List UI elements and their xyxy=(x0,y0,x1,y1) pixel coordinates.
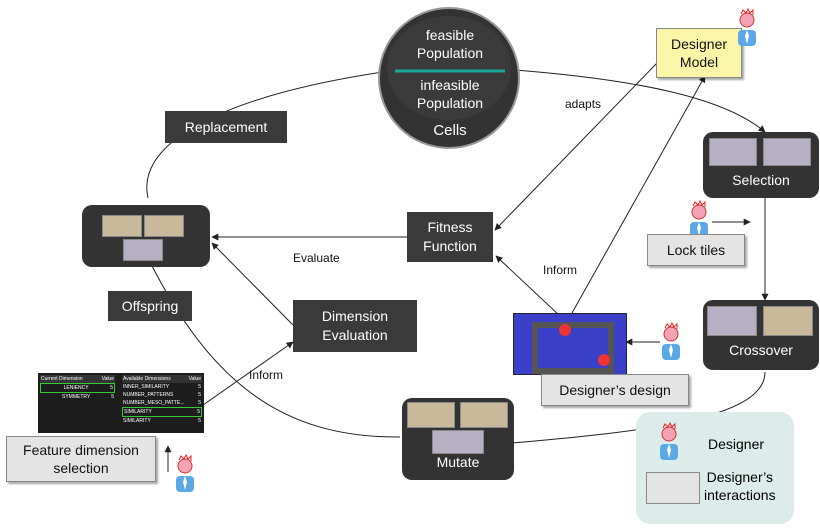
available-row-4[interactable]: SIMILARITY xyxy=(124,409,152,415)
dimension-line1: Dimension xyxy=(321,308,389,324)
design-person-icon xyxy=(658,321,684,362)
crossover-tile-2 xyxy=(763,306,813,336)
current-header: Current Dimension xyxy=(41,376,83,382)
selection-box: Selection xyxy=(703,132,819,198)
arrow-feature-to-dimension xyxy=(195,341,294,411)
designers-design-box: Designer’s design xyxy=(541,374,689,406)
cells-label: Cells xyxy=(433,122,467,139)
legend-interactions-line2: interactions xyxy=(704,487,776,503)
offspring-levels xyxy=(82,205,210,267)
level-tile-2 xyxy=(144,215,184,237)
designer-model-line1: Designer xyxy=(670,36,728,52)
legend-interactions-line1: Designer’s xyxy=(706,469,773,485)
inform-label-top: Inform xyxy=(543,263,578,277)
designers-design-map xyxy=(513,313,627,375)
feature-person-icon xyxy=(172,453,198,494)
level-tile-1 xyxy=(102,215,142,237)
enemy-marker-2 xyxy=(598,354,610,366)
available-row-1-value: 5 xyxy=(198,384,201,390)
dimension-evaluation-box: Dimension Evaluation xyxy=(293,300,417,352)
selection-tile-1 xyxy=(709,138,757,166)
available-row-3[interactable]: NUMBER_MESO_PATTE... xyxy=(123,400,185,406)
selection-label: Selection xyxy=(732,172,790,188)
enemy-marker-1 xyxy=(559,324,571,336)
level-tile-3 xyxy=(123,239,163,261)
mutate-tile-3 xyxy=(432,430,484,454)
arrow-cells-to-selection xyxy=(514,69,766,133)
mutate-box: Mutate xyxy=(402,398,514,480)
available-row-5-value: 5 xyxy=(198,418,201,424)
current-value-header: Value xyxy=(101,376,114,382)
designer-model-line2: Model xyxy=(679,54,719,70)
infeasible-population: infeasible Population xyxy=(395,76,505,112)
arrow-dimension-to-offspring xyxy=(211,242,294,326)
feature-line2: selection xyxy=(53,460,109,476)
available-row-4-value: 5 xyxy=(197,409,200,415)
adapts-label: adapts xyxy=(565,97,602,111)
available-header: Available Dimensions xyxy=(123,376,171,382)
fitness-function-box: Fitness Function xyxy=(407,212,493,262)
available-dimension-panel: Available Dimensions Value INNER_SIMILARI… xyxy=(122,375,202,425)
fitness-line2: Function xyxy=(423,238,477,254)
dimension-line2: Evaluation xyxy=(322,327,388,343)
fitness-line1: Fitness xyxy=(427,219,473,235)
designer-person-icon xyxy=(734,7,760,48)
feature-dimension-table: Current Dimension Value LENIENCY 5 SYMMETR… xyxy=(38,373,204,433)
arrow-design-to-designer xyxy=(571,75,706,314)
crossover-box: Crossover xyxy=(703,300,819,370)
crossover-label: Crossover xyxy=(729,342,793,358)
mutate-tile-1 xyxy=(407,402,455,428)
loop-arrows xyxy=(146,61,769,472)
available-value-header: Value xyxy=(188,376,201,382)
infeasible-label: infeasible xyxy=(420,77,480,93)
crossover-tile-1 xyxy=(707,306,757,336)
mutate-tile-2 xyxy=(460,402,508,428)
mutate-label: Mutate xyxy=(436,454,480,470)
feature-line1: Feature dimension xyxy=(23,442,139,458)
selection-tile-2 xyxy=(763,138,811,166)
current-row-1-value: 5 xyxy=(110,385,113,391)
legend-box: Designer Designer’s interactions xyxy=(636,412,794,524)
feature-dimension-box: Feature dimension selection xyxy=(6,436,156,482)
legend-designer-label: Designer xyxy=(708,436,765,452)
available-row-2-value: 5 xyxy=(198,392,201,398)
current-dimension-panel: Current Dimension Value LENIENCY 5 SYMMETR… xyxy=(40,375,115,401)
current-row-2-value: 5 xyxy=(111,394,114,400)
lock-tiles-box: Lock tiles xyxy=(647,234,745,266)
population-label: Population xyxy=(416,45,484,61)
available-row-2[interactable]: NUMBER_PATTERNS xyxy=(123,392,174,398)
map-walls xyxy=(532,322,614,374)
offspring-box: Offspring xyxy=(108,291,192,321)
feasible-label: feasible xyxy=(425,27,475,43)
current-row-2[interactable]: SYMMETRY xyxy=(61,394,91,400)
cells-circle xyxy=(378,7,520,149)
evaluate-label: Evaluate xyxy=(293,251,340,265)
available-row-3-value: 5 xyxy=(198,400,201,406)
population-label-2: Population xyxy=(416,95,484,111)
inform-label-bottom: Inform xyxy=(249,368,284,382)
feasible-population: feasible Population xyxy=(395,26,505,62)
current-row-1[interactable]: LENIENCY xyxy=(63,385,89,391)
legend-interaction-swatch xyxy=(646,472,700,504)
replacement-box: Replacement xyxy=(165,111,287,143)
legend-interactions-label: Designer’s interactions xyxy=(704,468,776,504)
available-row-5[interactable]: SIMILARITY xyxy=(123,418,151,424)
available-row-1[interactable]: INNER_SIMILARITY xyxy=(123,384,170,390)
legend-person-icon xyxy=(656,421,682,462)
arrow-designer-to-fitness xyxy=(494,61,659,231)
arrow-design-to-fitness xyxy=(495,255,561,317)
designer-model-box: Designer Model xyxy=(656,28,742,78)
